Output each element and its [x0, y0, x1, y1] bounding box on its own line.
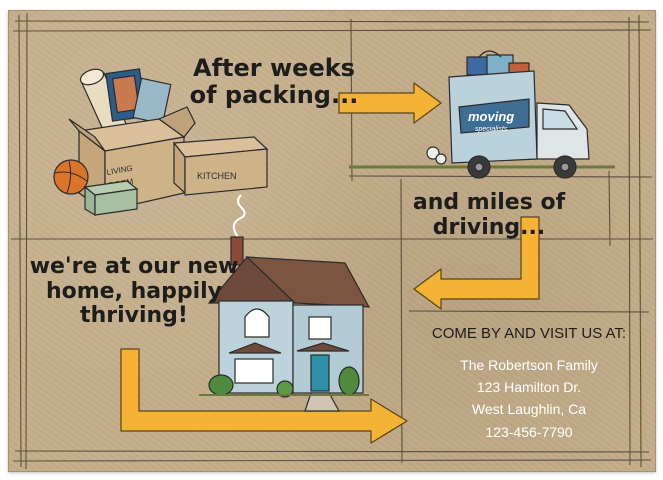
arrow-down-right	[120, 348, 408, 444]
sketch-grid-lines: LIVING ROOM KITCHEN	[11, 12, 653, 470]
city-address: West Laughlin, Ca	[471, 401, 587, 417]
house-illustration	[199, 194, 371, 412]
kitchen-label: KITCHEN	[197, 171, 237, 181]
arrow-right-top	[338, 82, 442, 124]
moving-boxes-illustration: LIVING ROOM KITCHEN	[53, 68, 269, 217]
arrow-down-left	[413, 216, 540, 310]
invitation-card: LIVING ROOM KITCHEN	[8, 10, 656, 472]
headline-part1: After weeks of packing...	[189, 54, 359, 109]
truck-brand-line1: moving	[468, 109, 514, 124]
headline-part2: and miles of driving...	[412, 190, 566, 240]
moving-truck-illustration	[349, 50, 615, 179]
family-name: The Robertson Family	[460, 357, 598, 373]
street-address: 123 Hamilton Dr.	[476, 379, 582, 395]
headline-part3: we're at our new home, happily thriving!	[29, 254, 239, 329]
living-room-label-1: LIVING	[106, 164, 133, 177]
truck-brand-line2: specialists	[475, 126, 508, 133]
visit-heading: COME BY AND VISIT US AT:	[431, 325, 627, 342]
phone-number: 123-456-7790	[485, 424, 573, 440]
